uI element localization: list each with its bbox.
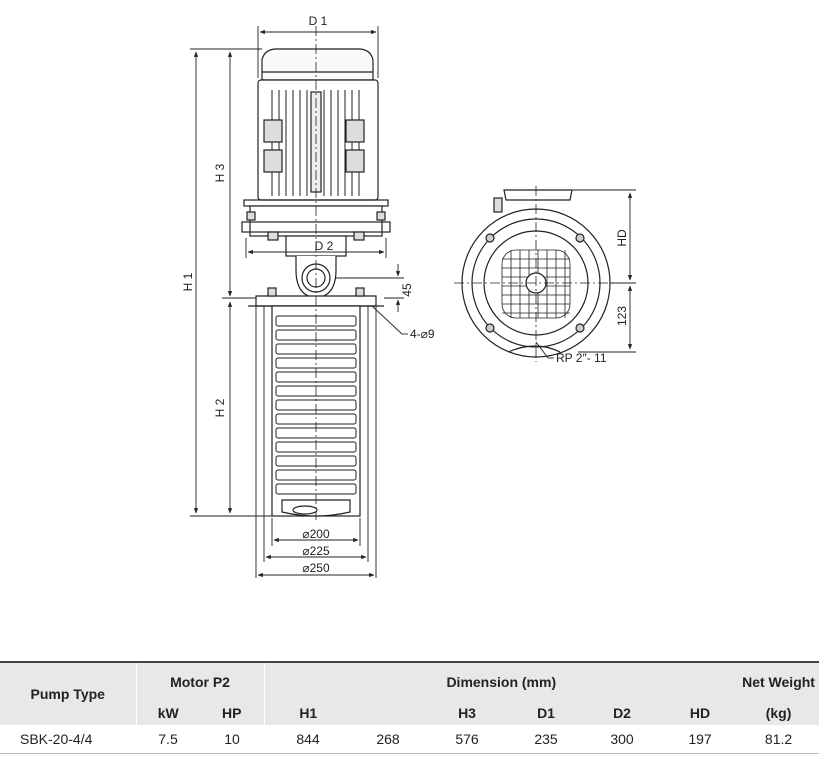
cell-h1: 844 (264, 725, 353, 754)
top-view-dimensions (535, 189, 636, 359)
cell-kw: 7.5 (136, 725, 200, 754)
pump-top-view (454, 186, 620, 362)
header-kw: kW (135, 701, 200, 725)
header-hd: HD (662, 701, 739, 725)
header-h1: H1 (263, 701, 353, 725)
label-hd: HD (615, 229, 629, 247)
cell-hd: 197 (662, 725, 739, 754)
label-dia250: ⌀250 (302, 561, 330, 575)
label-h3: H 3 (213, 163, 227, 182)
header-h2-blank (352, 701, 425, 725)
pump-side-view (241, 26, 391, 520)
header-net-weight: Net Weight (738, 662, 819, 701)
label-holes: 4-⌀9 (410, 327, 435, 341)
cell-kg: 81.2 (738, 725, 819, 754)
cell-d2: 300 (582, 725, 663, 754)
cell-h3: 576 (424, 725, 511, 754)
header-d1: D1 (510, 701, 583, 725)
table-row: SBK-20-4/4 7.5 10 844 268 576 235 300 19… (0, 725, 819, 754)
label-45: 45 (400, 283, 414, 297)
cell-h2: 268 (352, 725, 425, 754)
label-dia200: ⌀200 (302, 527, 330, 541)
label-dia225: ⌀225 (302, 544, 330, 558)
label-123: 123 (615, 306, 629, 326)
header-motor: Motor P2 (135, 662, 265, 701)
cell-hp: 10 (200, 725, 265, 754)
label-h1: H 1 (181, 272, 195, 291)
side-view-dimensions (190, 26, 408, 578)
cell-type: SBK-20-4/4 (0, 725, 136, 754)
label-d2: D 2 (315, 239, 334, 253)
header-d2: D2 (582, 701, 663, 725)
label-port: RP 2″- 11 (556, 351, 607, 365)
header-h3: H3 (424, 701, 511, 725)
label-h2: H 2 (213, 398, 227, 417)
pump-technical-drawing: D 1 D 2 H 1 H 3 H 2 45 4-⌀9 ⌀200 ⌀225 ⌀2… (181, 14, 636, 578)
header-dimension: Dimension (mm) (263, 662, 739, 701)
header-hp: HP (200, 701, 265, 725)
header-pump-type: Pump Type (0, 662, 136, 725)
cell-d1: 235 (510, 725, 583, 754)
header-kg: (kg) (738, 701, 819, 725)
label-d1: D 1 (309, 14, 328, 28)
dimension-table-container: Pump Type Motor P2 Dimension (mm) Net We… (0, 661, 819, 754)
dimension-table: Pump Type Motor P2 Dimension (mm) Net We… (0, 661, 819, 754)
